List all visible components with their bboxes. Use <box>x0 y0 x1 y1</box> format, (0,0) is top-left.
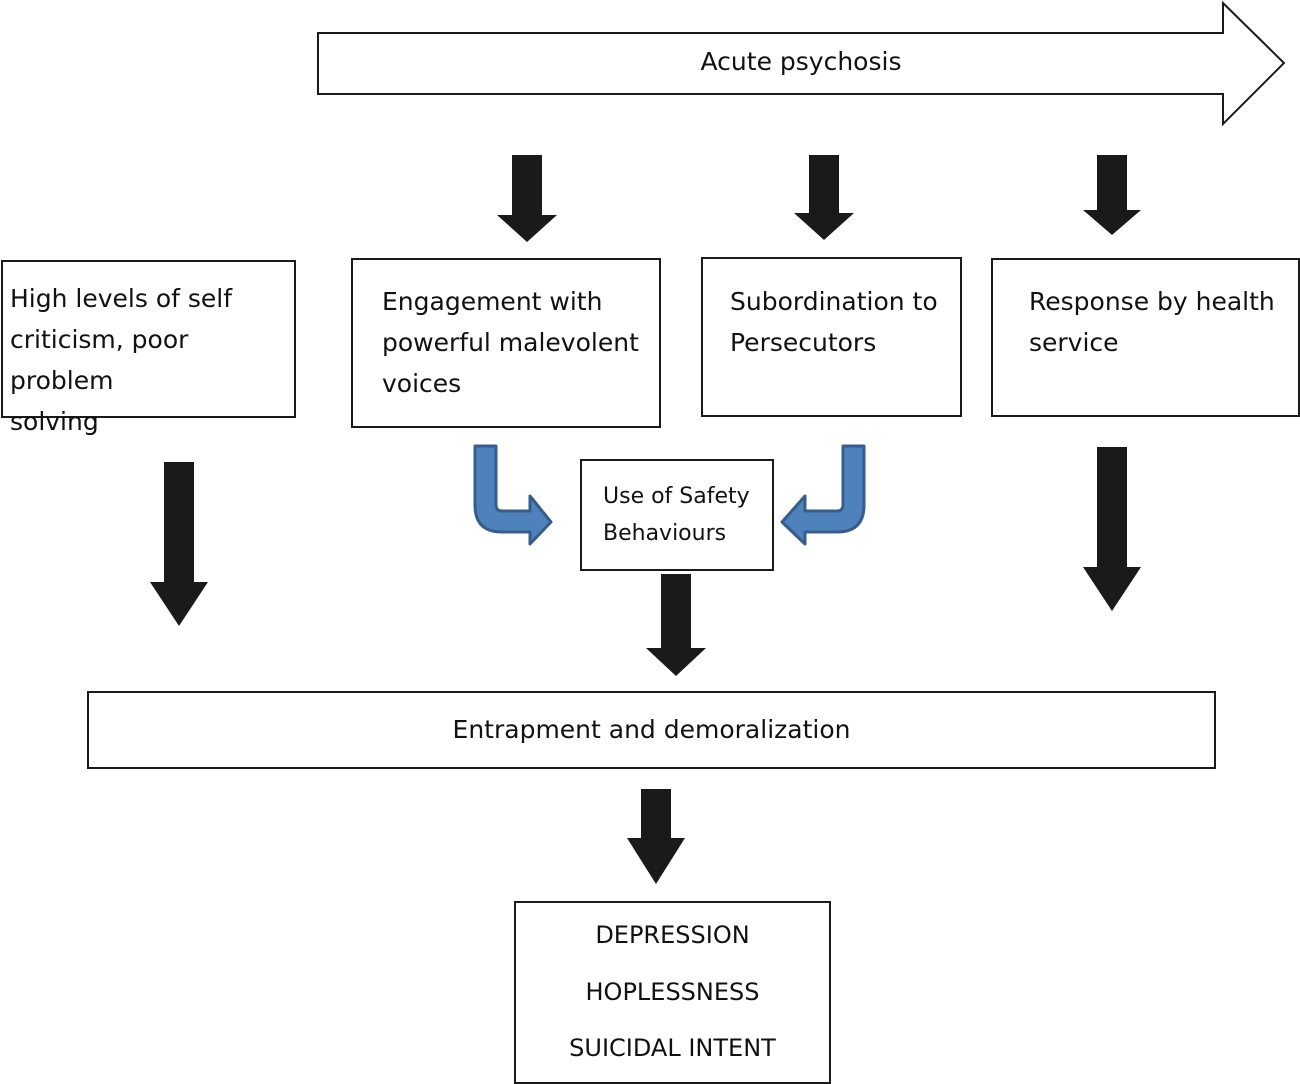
malevolent-voices-box: Engagement with powerful malevolent voic… <box>351 258 661 428</box>
self-criticism-box: High levels of self criticism, poor prob… <box>1 260 296 436</box>
down-arrow-health-service-to-entrapment <box>1083 447 1141 611</box>
subordination-box: Subordination to Persecutors <box>701 257 962 417</box>
health-service-box: Response by health service <box>991 258 1300 417</box>
down-arrow-banner-to-voices <box>497 155 557 242</box>
curved-arrow-left <box>473 444 553 546</box>
outcome-suicidal-intent: SUICIDAL INTENT <box>569 1034 776 1062</box>
entrapment-label: Entrapment and demoralization <box>452 715 851 744</box>
outcome-depression: DEPRESSION <box>595 921 750 949</box>
acute-psychosis-label: Acute psychosis <box>700 47 902 76</box>
down-arrow-safety-to-entrapment <box>646 574 706 676</box>
health-service-label: Response by health service <box>1029 287 1275 357</box>
curved-arrow-right <box>780 444 866 546</box>
down-arrow-self-criticism-to-entrapment <box>150 462 208 626</box>
outcome-hopelessness: HOPLESSNESS <box>585 978 760 1006</box>
outcome-box: DEPRESSION HOPLESSNESS SUICIDAL INTENT <box>514 901 831 1084</box>
entrapment-box: Entrapment and demoralization <box>87 691 1216 769</box>
down-arrow-banner-to-health-service <box>1083 155 1141 235</box>
subordination-label: Subordination to Persecutors <box>730 287 938 357</box>
down-arrow-entrapment-to-outcome <box>627 789 685 884</box>
self-criticism-label: High levels of self criticism, poor prob… <box>10 284 233 436</box>
safety-behaviours-label: Use of Safety Behaviours <box>603 484 750 546</box>
acute-psychosis-arrow <box>317 0 1286 127</box>
malevolent-voices-label: Engagement with powerful malevolent voic… <box>382 287 639 398</box>
safety-behaviours-box: Use of Safety Behaviours <box>580 459 774 571</box>
down-arrow-banner-to-subordination <box>794 155 854 240</box>
